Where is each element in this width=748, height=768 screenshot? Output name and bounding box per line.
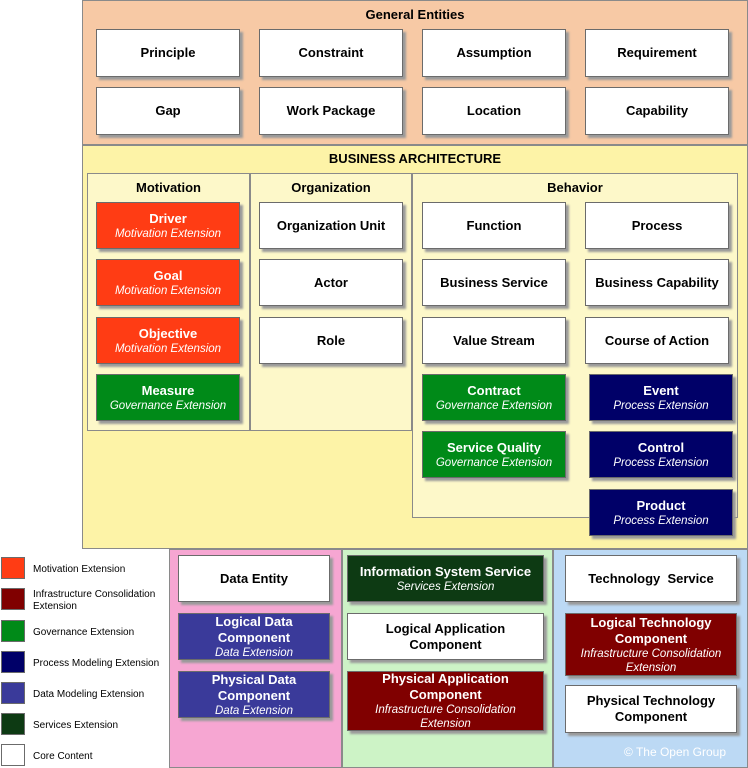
business-service-box: Business Service <box>422 259 566 306</box>
organization-title: Organization <box>291 180 371 195</box>
copyright-text: © The Open Group <box>624 745 727 759</box>
legend-swatch-data <box>1 682 25 704</box>
legend-label-process: Process Modeling Extension <box>33 658 160 669</box>
principle-box: Principle <box>96 29 240 77</box>
motivation-title: Motivation <box>136 180 201 195</box>
assumption-box: Assumption <box>422 29 566 77</box>
physical-technology-component-box: Physical Technology Component <box>565 685 737 733</box>
business-architecture-title: BUSINESS ARCHITECTURE <box>328 151 502 166</box>
role-box: Role <box>259 317 403 364</box>
logical-application-component-box: Logical Application Component <box>347 613 544 660</box>
legend-swatch-infrastructure <box>1 588 25 610</box>
location-box: Location <box>422 87 566 135</box>
gap-box: Gap <box>96 87 240 135</box>
behavior-title: Behavior <box>547 180 603 195</box>
process-box: Process <box>585 202 729 249</box>
legend-swatch-core <box>1 744 25 766</box>
function-box: Function <box>422 202 566 249</box>
constraint-box: Constraint <box>259 29 403 77</box>
general-entities-title: General Entities <box>365 7 465 22</box>
requirement-box: Requirement <box>585 29 729 77</box>
course-of-action-box: Course of Action <box>585 317 729 364</box>
legend-label-core: Core Content <box>33 751 93 762</box>
legend-label-motivation: Motivation Extension <box>33 564 126 575</box>
legend-swatch-process <box>1 651 25 673</box>
value-stream-box: Value Stream <box>422 317 566 364</box>
technology-service-box: Technology Service <box>565 555 737 602</box>
legend-label-data: Data Modeling Extension <box>33 689 145 700</box>
work-package-box: Work Package <box>259 87 403 135</box>
legend-label-services: Services Extension <box>33 720 119 731</box>
business-capability-box: Business Capability <box>585 259 729 306</box>
organization-unit-box: Organization Unit <box>259 202 403 249</box>
legend-label-infrastructure: Infrastructure Consolidation Extension <box>33 589 156 612</box>
actor-box: Actor <box>259 259 403 306</box>
legend-swatch-governance <box>1 620 25 642</box>
legend-label-governance: Governance Extension <box>33 627 135 638</box>
legend-swatch-motivation <box>1 557 25 579</box>
data-entity-box: Data Entity <box>178 555 330 602</box>
capability-box: Capability <box>585 87 729 135</box>
legend-swatch-services <box>1 713 25 735</box>
